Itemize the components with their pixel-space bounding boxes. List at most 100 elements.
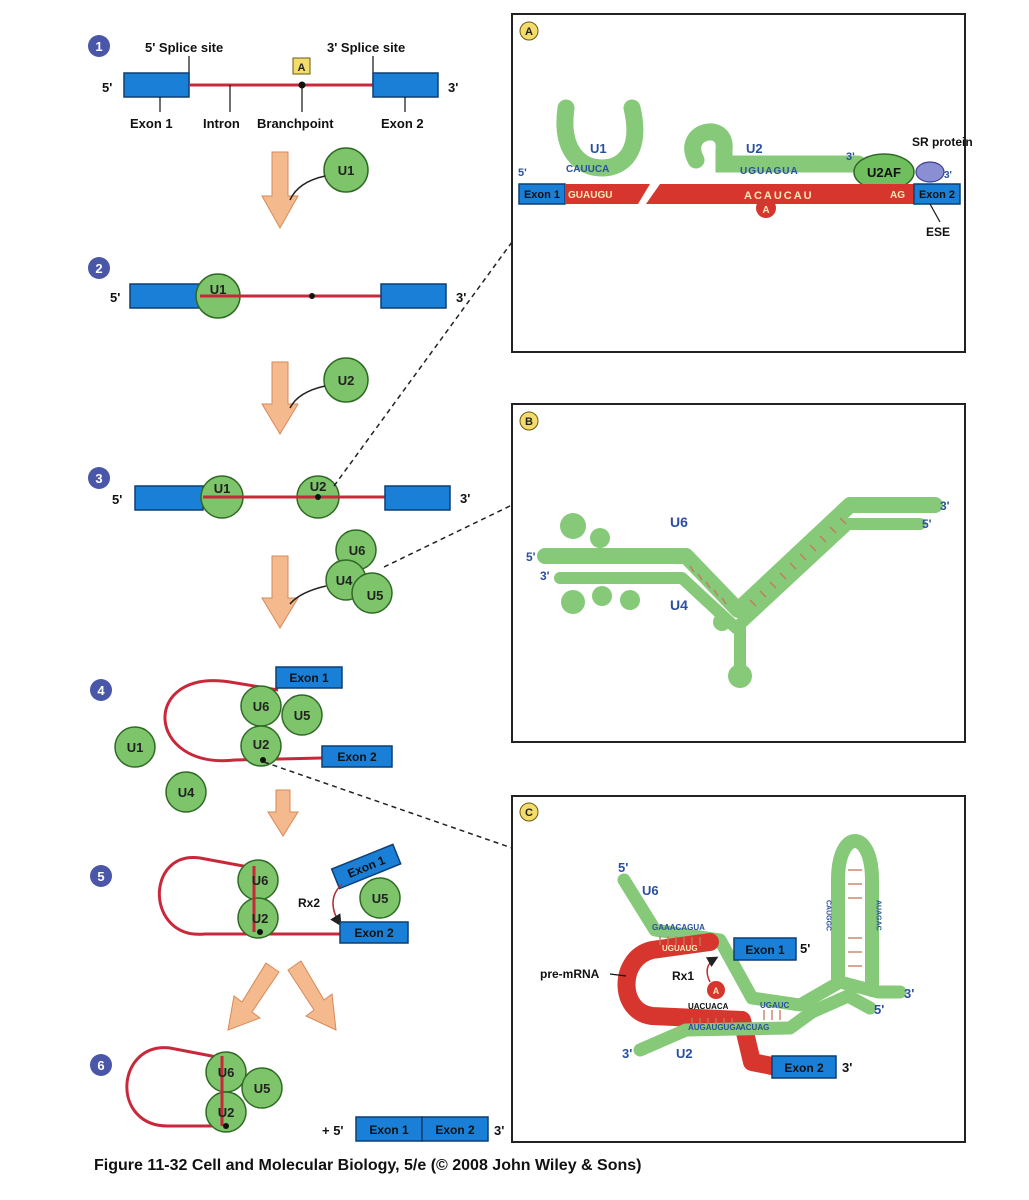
svg-text:3': 3' [622,1046,632,1061]
svg-text:CAUGGC: CAUGGC [825,900,832,931]
svg-text:U1: U1 [338,163,355,178]
svg-text:6: 6 [97,1058,104,1073]
svg-text:U6: U6 [218,1065,235,1080]
step-3-marker: 3 [88,467,110,489]
svg-text:Exon 1: Exon 1 [745,943,785,957]
svg-text:U4: U4 [336,573,353,588]
svg-text:U2: U2 [253,737,270,752]
svg-text:ACAUCAU: ACAUCAU [744,190,814,202]
svg-text:Exon 2: Exon 2 [354,926,394,940]
svg-text:Branchpoint: Branchpoint [257,116,334,131]
svg-text:GAAACAGUA: GAAACAGUA [652,923,705,932]
arrows-step5-to-6 [227,960,337,1031]
svg-text:Exon 2: Exon 2 [435,1123,475,1137]
arrow-step4-to-5 [267,789,299,837]
svg-text:U6: U6 [253,699,270,714]
step-4-marker: 4 [90,679,112,701]
svg-text:3': 3' [448,80,458,95]
svg-text:U2: U2 [252,911,269,926]
svg-text:5': 5' [922,517,932,531]
svg-text:UACUACA: UACUACA [688,1002,729,1011]
svg-text:3': 3' [540,569,550,583]
svg-text:U1: U1 [590,141,607,156]
svg-text:U1: U1 [210,282,227,297]
svg-text:U6: U6 [252,873,269,888]
svg-text:Rx1: Rx1 [672,969,694,983]
arrow-step3-to-4: U6 U4 U5 [261,529,393,629]
svg-text:5': 5' [800,941,810,956]
svg-text:GUAUGU: GUAUGU [568,190,612,201]
svg-text:5': 5' [618,860,628,875]
svg-text:5': 5' [518,167,527,179]
svg-text:UGAUC: UGAUC [760,1001,790,1010]
svg-text:+ 5': + 5' [322,1123,344,1138]
svg-text:Exon 1: Exon 1 [289,671,329,685]
svg-text:AUAGAC: AUAGAC [875,900,882,931]
svg-text:U6: U6 [349,543,366,558]
svg-text:U5: U5 [294,708,311,723]
svg-text:U5: U5 [254,1081,271,1096]
svg-text:B: B [525,416,533,428]
svg-text:U5: U5 [372,891,389,906]
svg-text:3': 3' [456,290,466,305]
svg-text:U2: U2 [746,141,763,156]
svg-text:A: A [762,205,769,216]
svg-text:A: A [298,62,306,74]
step-3-u1-u2-bound: 5' U1 U2 3' [112,475,470,519]
svg-text:4: 4 [97,683,105,698]
svg-text:Exon 1: Exon 1 [369,1123,409,1137]
svg-text:U4: U4 [670,597,688,613]
svg-text:U2AF: U2AF [867,165,901,180]
panel-a: A U1 CAUUCA U2 UGUAGUA 3' U2AF SR protei… [511,13,973,353]
svg-text:UGUAGUA: UGUAGUA [740,166,799,177]
svg-text:5': 5' [526,550,536,564]
exon-2-box [372,72,439,98]
svg-text:Exon 1: Exon 1 [524,189,560,201]
step-5-first-transesterification: U6 U2 Exon 1 U5 Rx2 Exon 2 [157,843,409,944]
svg-text:3': 3' [944,170,952,181]
arrow-step1-to-2: U1 [261,147,369,230]
svg-text:2: 2 [95,261,102,276]
svg-text:CAUUCA: CAUUCA [566,164,609,175]
svg-text:3': 3' [904,986,914,1001]
svg-text:A: A [525,26,533,38]
panel-c: C [511,795,966,1143]
step-4-spliceosome: Exon 1 U6 U5 U2 Exon 2 U1 U4 [114,666,393,813]
svg-text:Exon 2: Exon 2 [784,1061,824,1075]
svg-text:5': 5' [102,80,112,95]
svg-text:Intron: Intron [203,116,240,131]
step-6-marker: 6 [90,1054,112,1076]
svg-text:U6: U6 [642,883,659,898]
svg-text:ACUAG: ACUAG [740,1023,769,1032]
svg-text:AG: AG [890,190,905,201]
svg-text:U2: U2 [338,373,355,388]
svg-text:pre-mRNA: pre-mRNA [540,967,600,981]
svg-text:U6: U6 [670,514,688,530]
svg-text:Exon 1: Exon 1 [130,116,173,131]
svg-text:Exon 2: Exon 2 [337,750,377,764]
svg-text:Exon 2: Exon 2 [919,189,955,201]
svg-text:3': 3' [494,1123,504,1138]
step-2-u1-bound: 5' U1 3' [110,273,466,319]
panel-connectors [263,241,513,849]
svg-text:3': 3' [842,1060,852,1075]
step-6-lariat-release: U6 U5 U2 + 5' Exon 1 Exon 2 3' [125,1046,504,1142]
svg-text:3': 3' [846,151,855,163]
svg-text:3': 3' [940,499,950,513]
svg-text:U2: U2 [676,1046,693,1061]
svg-text:3' Splice site: 3' Splice site [327,40,405,55]
svg-text:U2: U2 [218,1105,235,1120]
step-1-marker: 1 [88,35,110,57]
svg-text:1: 1 [95,39,102,54]
svg-text:C: C [525,807,533,819]
step-1-pre-mrna: 5' Splice site 3' Splice site A 5' 3' Ex… [102,40,458,131]
svg-text:U5: U5 [367,588,384,603]
panel-b: B U6 U4 5' [511,403,966,743]
arrow-step2-to-3: U2 [261,357,369,435]
figure-caption: Figure 11-32 Cell and Molecular Biology,… [94,1157,642,1174]
svg-text:U1: U1 [214,481,231,496]
svg-text:5: 5 [97,869,104,884]
svg-text:A: A [713,986,720,996]
svg-text:UGUAUG: UGUAUG [662,944,698,953]
